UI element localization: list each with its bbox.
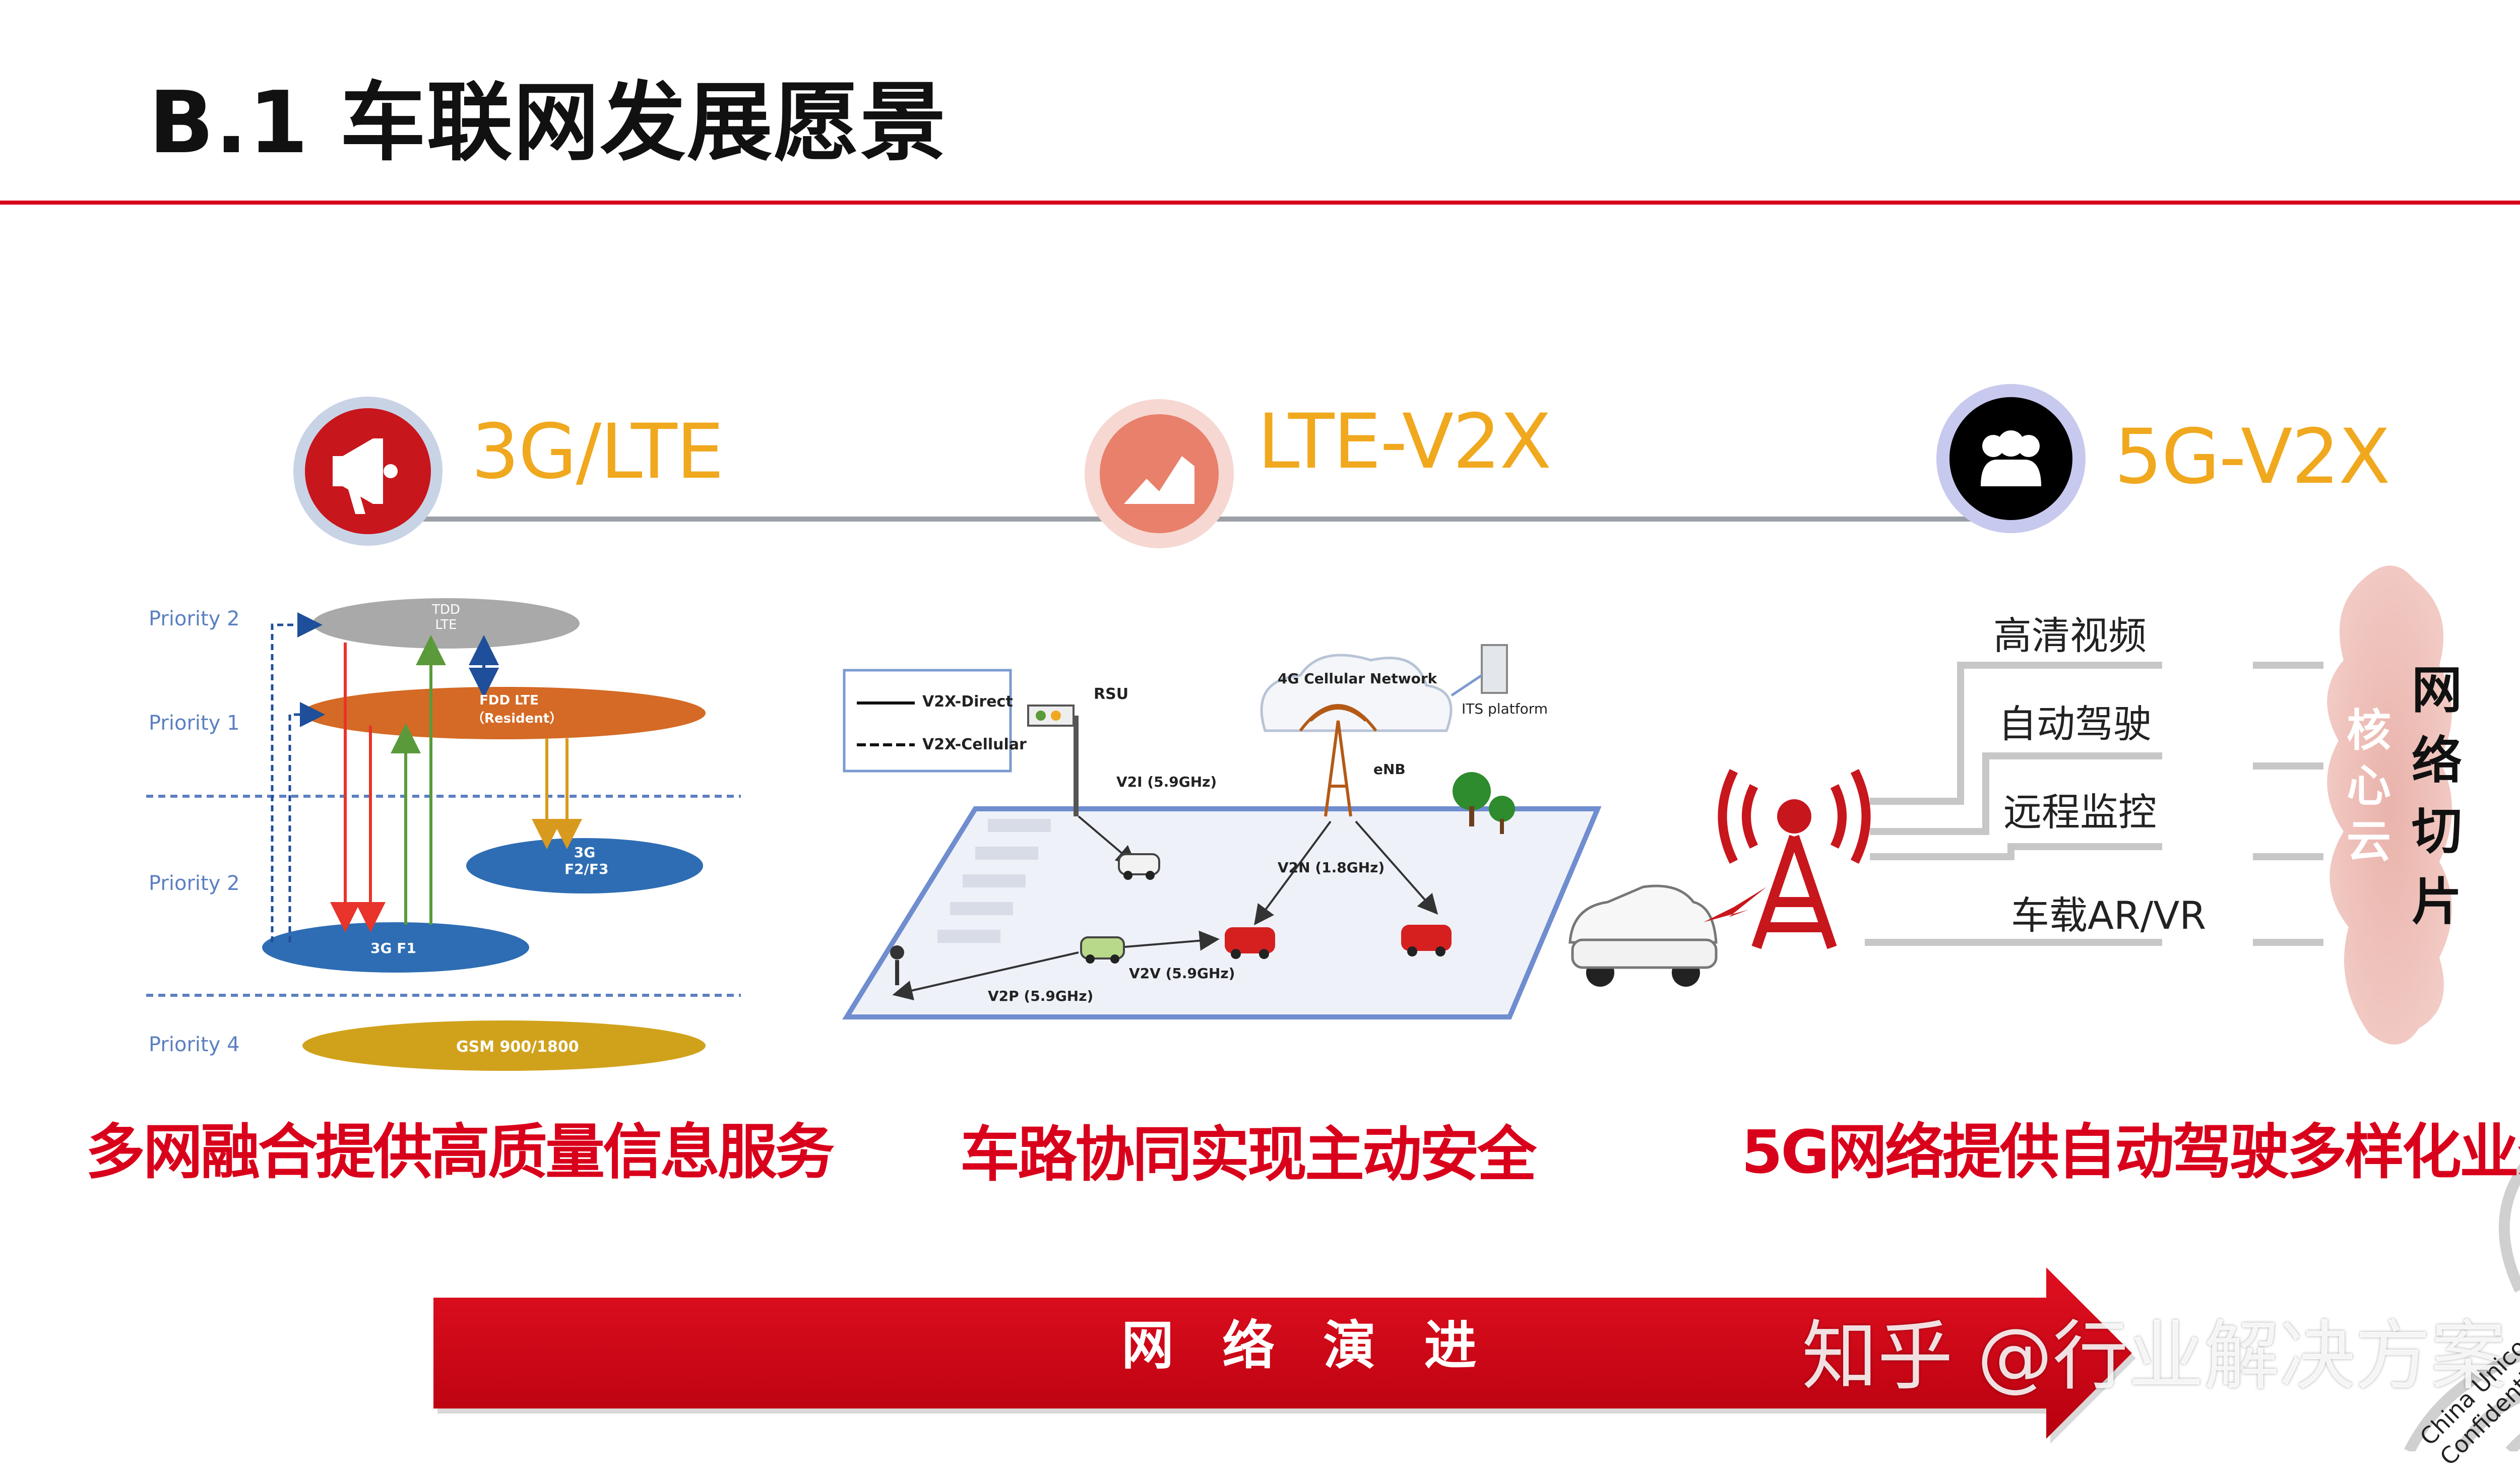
title-divider [0, 201, 2520, 205]
priority-label: Priority 2 [149, 872, 240, 895]
v2x-panel [842, 644, 1602, 1019]
v2p-label: V2P (5.9GHz) [988, 988, 1094, 1004]
gsm-label: GSM 900/1800 [456, 1038, 579, 1056]
5g-panel [1568, 565, 2452, 1045]
signal-icon [1085, 399, 1234, 548]
3g-f1-layer [262, 922, 529, 973]
core-cloud-label: 核心云 [2346, 705, 2391, 867]
3g-f1-label: 3G F1 [370, 940, 416, 956]
3g-f2f3-layer [466, 838, 703, 893]
car-icon [1118, 853, 1160, 880]
stage-label-3g-lte: 3G/LTE [471, 408, 724, 496]
tdd-lte-layer [312, 598, 580, 649]
priority-label: Priority 4 [149, 1033, 240, 1056]
its-platform-label: ITS platform [1462, 700, 1548, 717]
car-icon [1568, 884, 1718, 987]
priority-label: Priority 1 [149, 712, 240, 735]
cellular-network-label: 4G Cellular Network [1278, 670, 1437, 687]
stage-label-lte-v2x: LTE-V2X [1257, 398, 1551, 486]
fdd-label: FDD LTE（Resident） [471, 693, 563, 726]
service-autonomous-driving: 自动驾驶 [1998, 701, 2152, 746]
caption-active-safety: 车路协同实现主动安全 [960, 1120, 1537, 1189]
service-hd-video: 高清视频 [1993, 613, 2147, 658]
car-icon [1080, 936, 1125, 964]
rsu-label: RSU [1094, 685, 1129, 703]
evolution-arrow [433, 1267, 2136, 1444]
core-cloud-icon [2327, 565, 2452, 1045]
watermark: 知乎 @行业解决方案 [1802, 1313, 2506, 1400]
evolution-label: 网 络 演 进 [1121, 1315, 1492, 1376]
group-icon [1936, 384, 2086, 533]
legend-direct: V2X-Direct [922, 693, 1013, 711]
enb-tower-icon [1299, 704, 1377, 817]
pedestrian-icon [890, 945, 904, 985]
page-title: B.1 车联网发展愿景 [149, 73, 947, 173]
caption-info-services: 多网融合提供高质量信息服务 [86, 1117, 835, 1187]
service-remote-monitoring: 远程监控 [2003, 790, 2157, 835]
stage-label-5g-v2x: 5G-V2X [2114, 413, 2390, 501]
v2n-label: V2N (1.8GHz) [1278, 859, 1385, 876]
priority-label: Priority 2 [149, 607, 240, 630]
v2v-label: V2V (5.9GHz) [1129, 965, 1235, 982]
corner-ornament [2404, 1164, 2520, 1451]
network-slicing-label: 网络切片 [2412, 661, 2462, 931]
v2i-label: V2I (5.9GHz) [1116, 774, 1217, 790]
megaphone-icon [293, 397, 443, 546]
5g-tower-icon [1718, 769, 1871, 949]
caption-5g-services: 5G网络提供自动驾驶多样化业务 [1741, 1117, 2520, 1187]
car-icon [1225, 927, 1275, 959]
service-ar-vr: 车载AR/VR [2011, 893, 2207, 938]
enb-label: eNB [1373, 761, 1406, 778]
car-icon [1401, 925, 1452, 956]
gsm-layer [302, 1020, 706, 1071]
legend-cellular: V2X-Cellular [922, 736, 1027, 753]
multi-network-panel [146, 598, 741, 1071]
